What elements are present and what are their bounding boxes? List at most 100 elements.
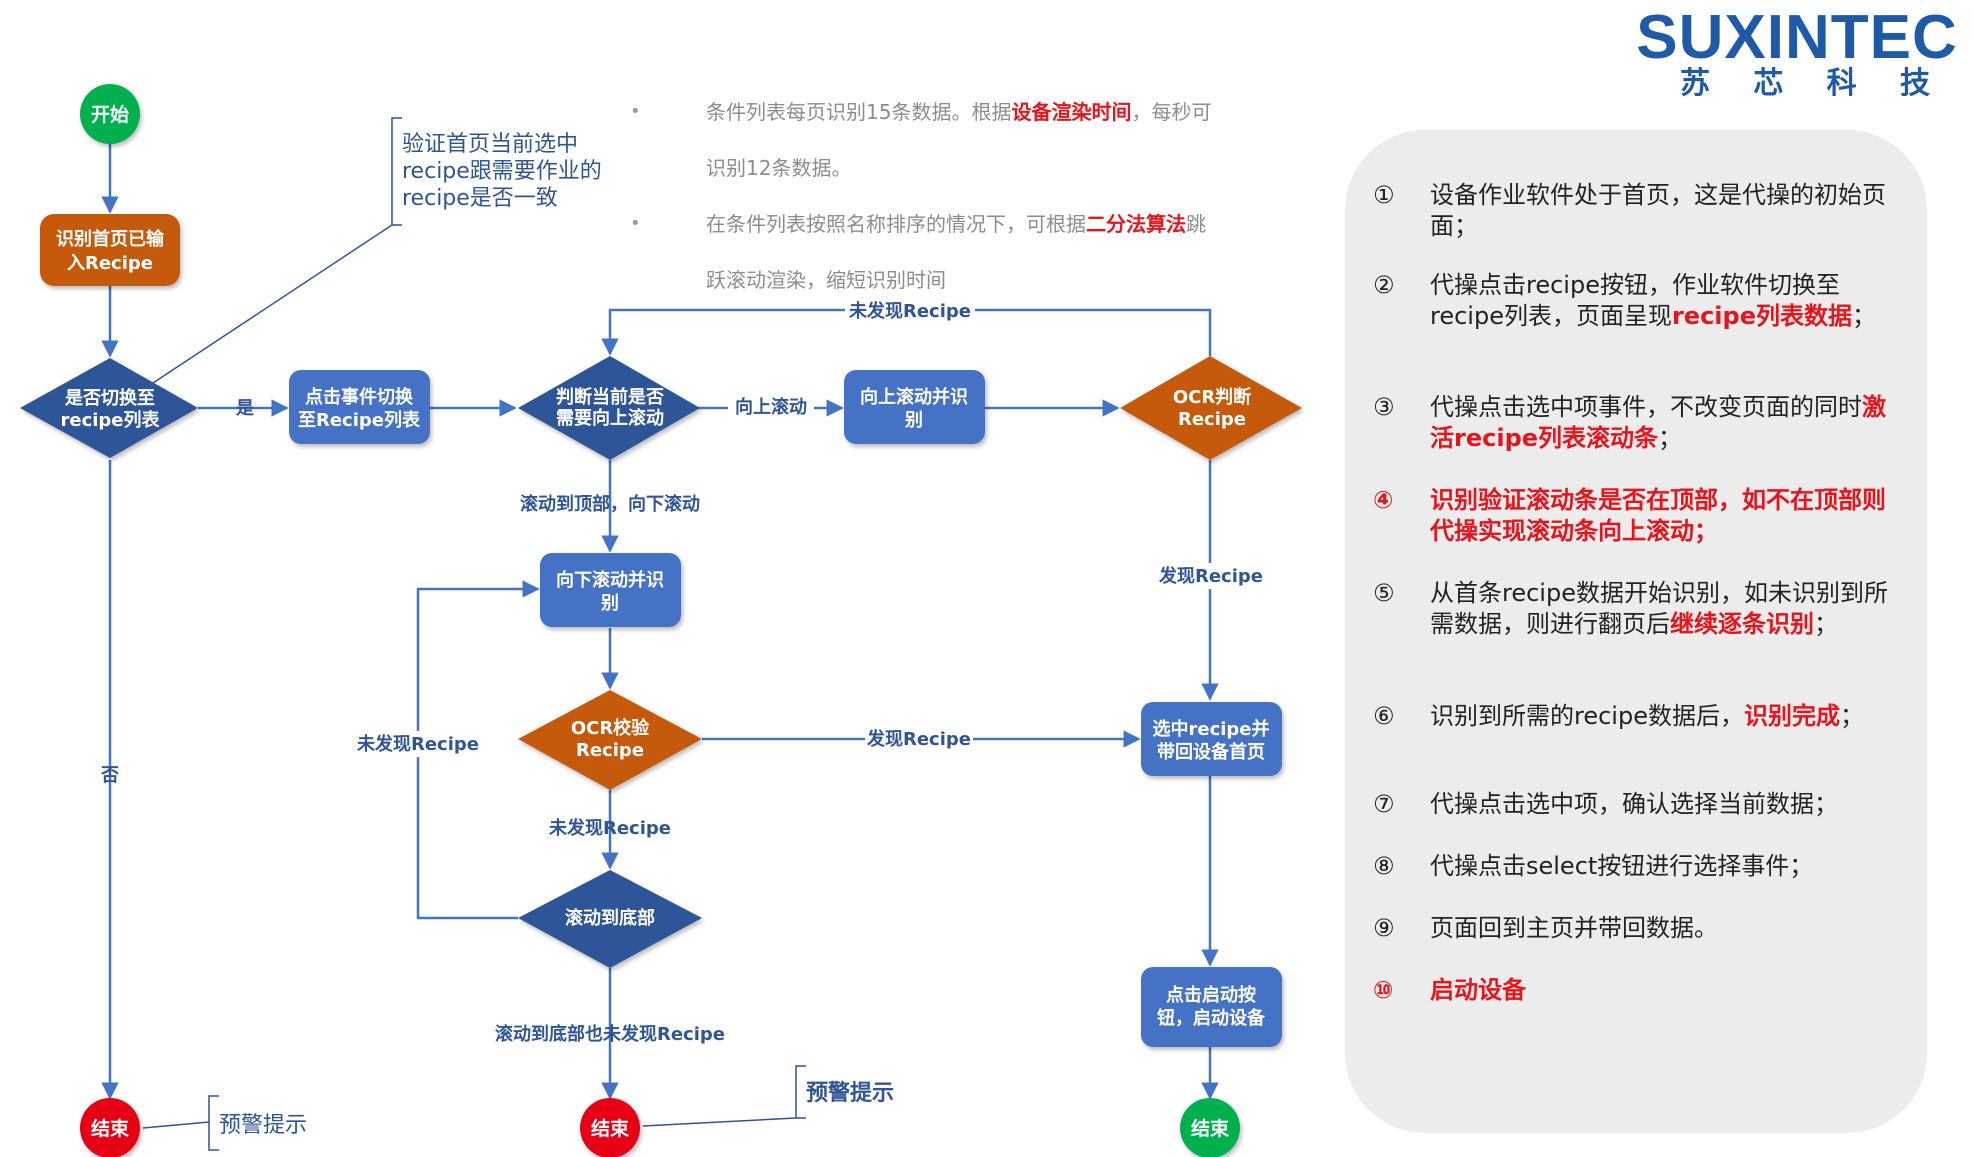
ocr-judge-label-1: OCR判断 xyxy=(1173,386,1251,408)
step-number: ⑨ xyxy=(1373,914,1395,942)
ocr-verify-decision xyxy=(518,690,702,790)
logo-char: 芯 xyxy=(1753,66,1784,101)
callout-verify-3: recipe是否一致 xyxy=(402,186,558,211)
step-highlight: 识别验证滚动条 xyxy=(1430,486,1598,514)
end-right-label: 结束 xyxy=(1191,1117,1230,1140)
step-number: ⑦ xyxy=(1373,790,1395,818)
note-segment: 跳 xyxy=(1186,212,1206,236)
step-number: ③ xyxy=(1373,393,1395,421)
step-segment: 从首条recipe数据开始识别，如未识别到所需数据，则进行翻页后 xyxy=(1430,579,1888,638)
step-item: ④ 识别验证滚动条是否在顶部，如不在顶部则代操实现滚动条向上滚动； xyxy=(1373,485,1893,547)
note-text: 在条件列表按照名称排序的情况下，可根据二分法算法跳 xyxy=(630,196,1310,252)
click-switch-label-2: 至Recipe列表 xyxy=(298,409,421,431)
callouts: 验证首页当前选中 recipe跟需要作业的 recipe是否一致 预警提示 预警… xyxy=(219,132,894,1138)
note-text: 跃滚动渲染，缩短识别时间 xyxy=(630,252,1310,308)
bullet-icon: • xyxy=(630,213,641,234)
scroll-up-label-1: 向上滚动并识 xyxy=(860,386,968,408)
callout-verify-1: 验证首页当前选中 xyxy=(402,132,578,157)
step-text: 代操点击recipe按钮，作业软件切换至recipe列表，页面呈现recipe列… xyxy=(1430,270,1893,332)
is-switch-label-2: recipe列表 xyxy=(60,409,160,431)
scroll-up-label-2: 别 xyxy=(904,410,923,431)
detect-home-label-1: 识别首页已输 xyxy=(56,228,165,250)
step-text: 从首条recipe数据开始识别，如未识别到所需数据，则进行翻页后继续逐条识别； xyxy=(1430,578,1893,640)
step-number: ⑤ xyxy=(1373,579,1395,607)
note-segment: 识别12条数据。 xyxy=(706,156,852,180)
logo-char: 科 xyxy=(1826,66,1857,101)
step-item: ⑨ 页面回到主页并带回数据。 xyxy=(1373,913,1893,944)
label-to-top-down: 滚动到顶部，向下滚动 xyxy=(520,493,700,515)
step-number: ⑩ xyxy=(1373,976,1394,1004)
need-up-decision xyxy=(518,356,700,460)
step-highlight: 启动设备 xyxy=(1430,976,1526,1004)
start-label: 开始 xyxy=(91,103,129,126)
click-switch-node xyxy=(289,370,430,444)
note-line: •条件列表每页识别15条数据。根据设备渲染时间，每秒可 xyxy=(630,84,1310,140)
step-text: 代操点击select按钮进行选择事件； xyxy=(1430,851,1893,882)
is-switch-decision xyxy=(20,358,198,458)
is-switch-label-1: 是否切换至 xyxy=(64,387,155,409)
step-segment: ； xyxy=(1814,610,1838,638)
step-highlight: recipe列表数据 xyxy=(1671,302,1852,330)
note-segment: 条件列表每页识别15条数据。根据 xyxy=(706,100,1012,124)
callout-warnmid-line xyxy=(642,1117,797,1127)
callout-verify-bracket xyxy=(391,117,402,226)
logo-char: 技 xyxy=(1899,66,1930,101)
step-number: ⑧ xyxy=(1373,852,1395,880)
step-segment: 设备作业软件处于首页，这是代操的初始页面； xyxy=(1430,181,1886,240)
note-line: 跃滚动渲染，缩短识别时间 xyxy=(630,252,1310,308)
label-no: 否 xyxy=(100,765,119,786)
step-highlight: 识别完成 xyxy=(1743,702,1840,730)
step-segment: 页面回到主页并带回数据。 xyxy=(1430,914,1718,942)
step-segment: 代操点击选中项，确认选择当前数据； xyxy=(1430,790,1838,818)
detect-home-label-2: 入Recipe xyxy=(67,253,153,274)
need-up-label-1: 判断当前是否 xyxy=(556,386,664,408)
note-segment: 在条件列表按照名称排序的情况下，可根据 xyxy=(706,212,1086,236)
detect-home-node xyxy=(40,214,180,286)
step-segment: 代操点击选中项事件，不改变页面的同时 xyxy=(1430,393,1862,421)
step-segment: ； xyxy=(1852,302,1876,330)
scroll-down-label-2: 别 xyxy=(600,593,619,614)
start-node xyxy=(80,84,140,144)
scroll-bottom-decision xyxy=(518,870,702,968)
step-segment: ； xyxy=(1658,424,1683,452)
step-segment: 识别到所需的recipe数据后， xyxy=(1430,702,1744,730)
note-text: 识别12条数据。 xyxy=(630,140,1310,196)
logo-subtitle: 苏 芯 科 技 xyxy=(1680,58,1930,102)
select-return-label-2: 带回设备首页 xyxy=(1157,741,1265,763)
ocr-judge-decision xyxy=(1120,356,1302,460)
step-text: 代操点击选中项事件，不改变页面的同时激活recipe列表滚动条； xyxy=(1430,392,1893,454)
label-not-found-left: 未发现Recipe xyxy=(357,733,479,755)
label-found-right: 发现Recipe xyxy=(1158,565,1263,587)
step-text: 识别到所需的recipe数据后，识别完成； xyxy=(1430,701,1893,732)
select-return-label-1: 选中recipe并 xyxy=(1152,718,1269,740)
end-mid-node xyxy=(580,1098,640,1157)
step-highlight: 激活recipe列表滚动条 xyxy=(1430,393,1886,452)
label-yes: 是 xyxy=(235,398,254,419)
step-item: ① 设备作业软件处于首页，这是代操的初始页面； xyxy=(1373,180,1893,242)
step-segment: 代操点击select按钮进行选择事件； xyxy=(1430,852,1814,880)
scroll-down-node xyxy=(540,553,681,627)
note-line: •在条件列表按照名称排序的情况下，可根据二分法算法跳 xyxy=(630,196,1310,252)
step-highlight: 继续逐条识别 xyxy=(1670,610,1814,638)
steps-panel xyxy=(1345,130,1927,1133)
callout-warnleft-line xyxy=(142,1121,210,1129)
step-text: 识别验证滚动条是否在顶部，如不在顶部则代操实现滚动条向上滚动； xyxy=(1430,485,1893,547)
label-found-mid: 发现Recipe xyxy=(866,728,971,750)
edge-labels: 是 否 向上滚动 未发现Recipe 滚动到顶部，向下滚动 发现Recipe 发… xyxy=(100,298,1272,1045)
scroll-down-label-1: 向下滚动并识 xyxy=(556,569,664,591)
click-switch-label-1: 点击事件切换 xyxy=(305,386,414,408)
step-number: ④ xyxy=(1373,486,1394,514)
ocr-judge-label-2: Recipe xyxy=(1178,409,1246,430)
callout-verify-2: recipe跟需要作业的 xyxy=(402,159,602,184)
notes-list: •条件列表每页识别15条数据。根据设备渲染时间，每秒可识别12条数据。•在条件列… xyxy=(630,84,1310,308)
step-number: ② xyxy=(1373,271,1395,299)
label-not-found-top: 未发现Recipe xyxy=(849,300,971,322)
scroll-bottom-label: 滚动到底部 xyxy=(565,907,655,929)
step-text: 页面回到主页并带回数据。 xyxy=(1430,913,1893,944)
step-item: ⑦ 代操点击选中项，确认选择当前数据； xyxy=(1373,789,1893,820)
step-item: ⑤ 从首条recipe数据开始识别，如未识别到所需数据，则进行翻页后继续逐条识别； xyxy=(1373,578,1893,640)
callout-warn-left: 预警提示 xyxy=(219,1113,307,1138)
step-segment: 是否在顶部，如不在顶部则代操实现滚动条向上滚动； xyxy=(1430,486,1886,545)
step-number: ① xyxy=(1373,181,1395,209)
